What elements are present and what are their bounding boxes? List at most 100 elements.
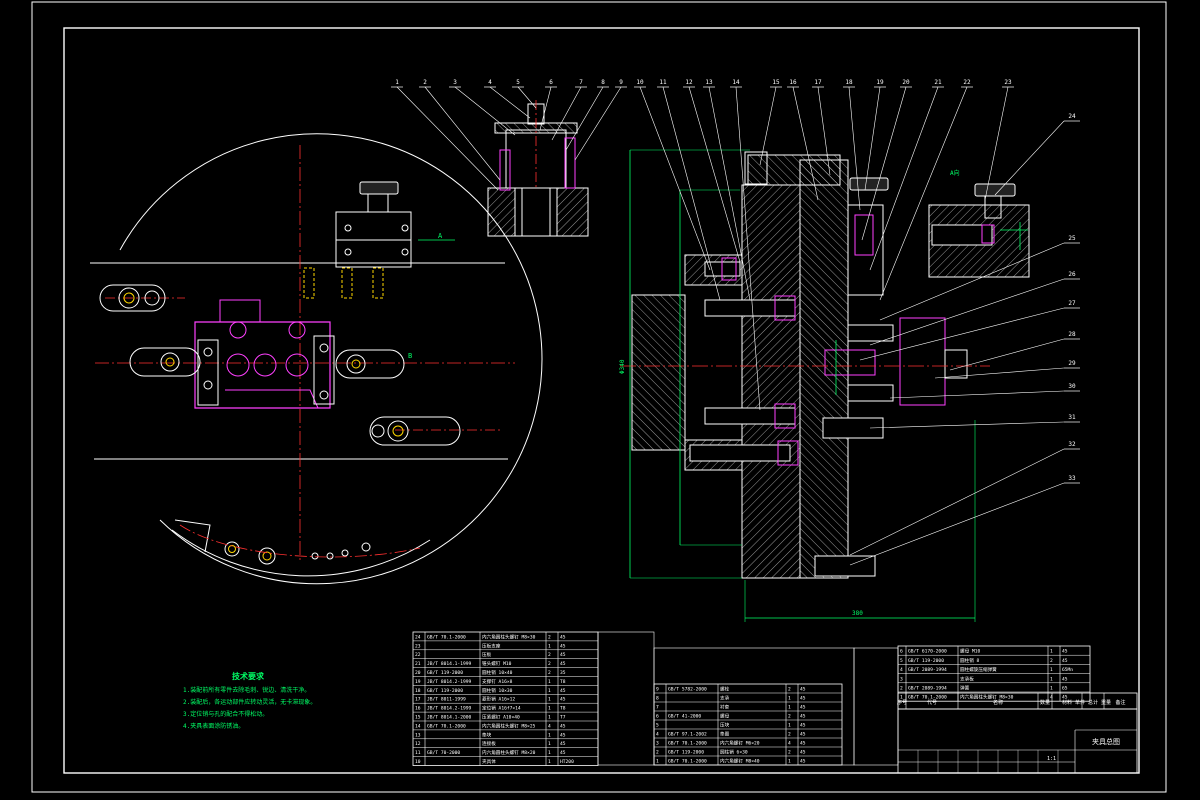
bom-cell-code: GB/T 70.1-2000 bbox=[668, 759, 707, 765]
balloon-label: 33 bbox=[1068, 475, 1076, 482]
bom-cell-no: 9 bbox=[656, 687, 659, 693]
drawing-name: 夹具总图 bbox=[1092, 737, 1120, 746]
bom-cell-no: 4 bbox=[900, 667, 903, 673]
bom-cell-qty: 1 bbox=[1050, 667, 1053, 673]
bom-cell-name: 支承 bbox=[720, 695, 730, 702]
bom-header-weight: 单件 总计 重量 bbox=[1075, 699, 1111, 706]
bom-cell-qty: 1 bbox=[788, 759, 791, 765]
balloon-label: 10 bbox=[636, 79, 644, 86]
balloon-label: 24 bbox=[1068, 113, 1076, 120]
bom-cell-mat: 45 bbox=[560, 723, 566, 729]
bom-cell-no: 14 bbox=[415, 723, 421, 729]
bom-cell-mat: 35 bbox=[560, 670, 566, 676]
bom-cell-no: 20 bbox=[415, 670, 421, 676]
balloon-30: 30 bbox=[889, 383, 1080, 399]
dim-height-label: Φ340 bbox=[619, 359, 626, 374]
bom-cell-no: 2 bbox=[656, 750, 659, 756]
bom-cell-name: 压块 bbox=[720, 722, 730, 729]
balloon-8: 8 bbox=[565, 79, 609, 151]
bom-cell-mat: 45 bbox=[800, 723, 806, 729]
tech-line: 2.装配后，各运动部件应转动灵活，无卡滞现象。 bbox=[183, 698, 316, 706]
bom-cell-qty: 1 bbox=[548, 715, 551, 721]
bom-cell-qty: 1 bbox=[548, 706, 551, 712]
balloon-1: 1 bbox=[391, 79, 499, 191]
bom-cell-mat: T8 bbox=[560, 706, 566, 712]
balloon-19: 19 bbox=[864, 79, 886, 191]
bom-cell-mat: 45 bbox=[560, 634, 566, 640]
bom-header-mat: 材料 bbox=[1062, 699, 1072, 706]
bom-cell-no: 21 bbox=[415, 661, 421, 667]
bom-cell-qty: 1 bbox=[1050, 686, 1053, 692]
bom-cell-no: 11 bbox=[415, 750, 421, 756]
bom-cell-mat: T7 bbox=[560, 715, 566, 721]
bom-cell-code: GB/T 2089-1994 bbox=[908, 686, 947, 692]
drawing-scale: 1:1 bbox=[1047, 756, 1056, 762]
bom-cell-mat: 45 bbox=[560, 741, 566, 747]
balloon-27: 27 bbox=[859, 300, 1080, 361]
bom-cell-mat: 45 bbox=[1062, 649, 1068, 655]
balloon-9: 9 bbox=[574, 79, 627, 161]
bom-cell-no: 7 bbox=[656, 705, 659, 711]
bom-cell-name: 支承板 bbox=[960, 675, 974, 682]
bom-header-qty: 数量 bbox=[1040, 699, 1050, 706]
bom-cell-no: 13 bbox=[415, 732, 421, 738]
bom-cell-no: 23 bbox=[415, 643, 421, 649]
bom-cell-name: 圆柱销 8 bbox=[960, 657, 980, 664]
bom-cell-mat: 65Mn bbox=[1062, 667, 1073, 673]
balloon-3: 3 bbox=[449, 79, 516, 136]
bom-cell-qty: 1 bbox=[548, 679, 551, 685]
tech-lines: 1.装配前所有零件去除毛刺、锐边、清洗干净。2.装配后，各运动部件应转动灵活，无… bbox=[183, 686, 316, 730]
detail-view-2: A向 bbox=[928, 169, 1030, 278]
balloon-label: 21 bbox=[934, 79, 942, 86]
bom-cell-name: 锥头螺钉 M10 bbox=[482, 660, 512, 667]
bom-cell-name: 圆柱销 10×40 bbox=[482, 669, 513, 676]
balloon-label: 28 bbox=[1068, 331, 1076, 338]
bom-cell-qty: 1 bbox=[788, 705, 791, 711]
bom-cell-mat: 45 bbox=[800, 732, 806, 738]
bom-cell-qty: 1 bbox=[548, 697, 551, 703]
bom-cell-name: 内六角螺钉 M8×40 bbox=[720, 758, 760, 765]
bom-cell-no: 18 bbox=[415, 688, 421, 694]
bom-cell-mat: 65 bbox=[1062, 686, 1068, 692]
balloon-23: 23 bbox=[984, 79, 1014, 201]
section-view: 380 Φ340 bbox=[619, 149, 990, 622]
balloon-label: 26 bbox=[1068, 271, 1076, 278]
bom-cell-no: 6 bbox=[656, 714, 659, 720]
balloon-label: 15 bbox=[772, 79, 780, 86]
balloon-label: 20 bbox=[902, 79, 910, 86]
bom-cell-qty: 2 bbox=[788, 750, 791, 756]
bom-header-code: 代号 bbox=[927, 699, 937, 706]
bom-cell-code: GB/T 70.1-2000 bbox=[427, 723, 466, 729]
bom-cell-name: 螺母 M10 bbox=[960, 648, 980, 655]
bom-cell-name: 垫圈 bbox=[720, 731, 730, 738]
balloon-label: 14 bbox=[732, 79, 740, 86]
bom-cell-qty: 1 bbox=[548, 750, 551, 756]
bom-cell-name: 衬套 bbox=[720, 704, 730, 711]
balloon-label: 5 bbox=[516, 79, 520, 86]
balloon-16: 16 bbox=[787, 79, 819, 201]
bom-cell-name: 螺栓 bbox=[720, 686, 730, 693]
bom-cell-code: GB/T 119-2000 bbox=[427, 670, 463, 676]
plan-view: A B bbox=[90, 133, 543, 585]
balloon-label: 11 bbox=[659, 79, 667, 86]
bom-cell-name: 内六角圆柱头螺钉 M8×25 bbox=[482, 722, 536, 729]
bom-cell-name: 螺母 bbox=[720, 713, 730, 720]
bom-cell-mat: 45 bbox=[800, 750, 806, 756]
bom-cell-no: 5 bbox=[656, 723, 659, 729]
bom-cell-code: GB/T 119-2000 bbox=[427, 688, 463, 694]
tech-line: 4.夹具表面涂防锈油。 bbox=[183, 722, 244, 730]
balloon-label: 32 bbox=[1068, 441, 1076, 448]
bom-cell-code: JB/T 8014.1-2000 bbox=[427, 715, 471, 721]
bom-cell-mat: 45 bbox=[1062, 695, 1068, 701]
bom-cell-no: 3 bbox=[656, 741, 659, 747]
